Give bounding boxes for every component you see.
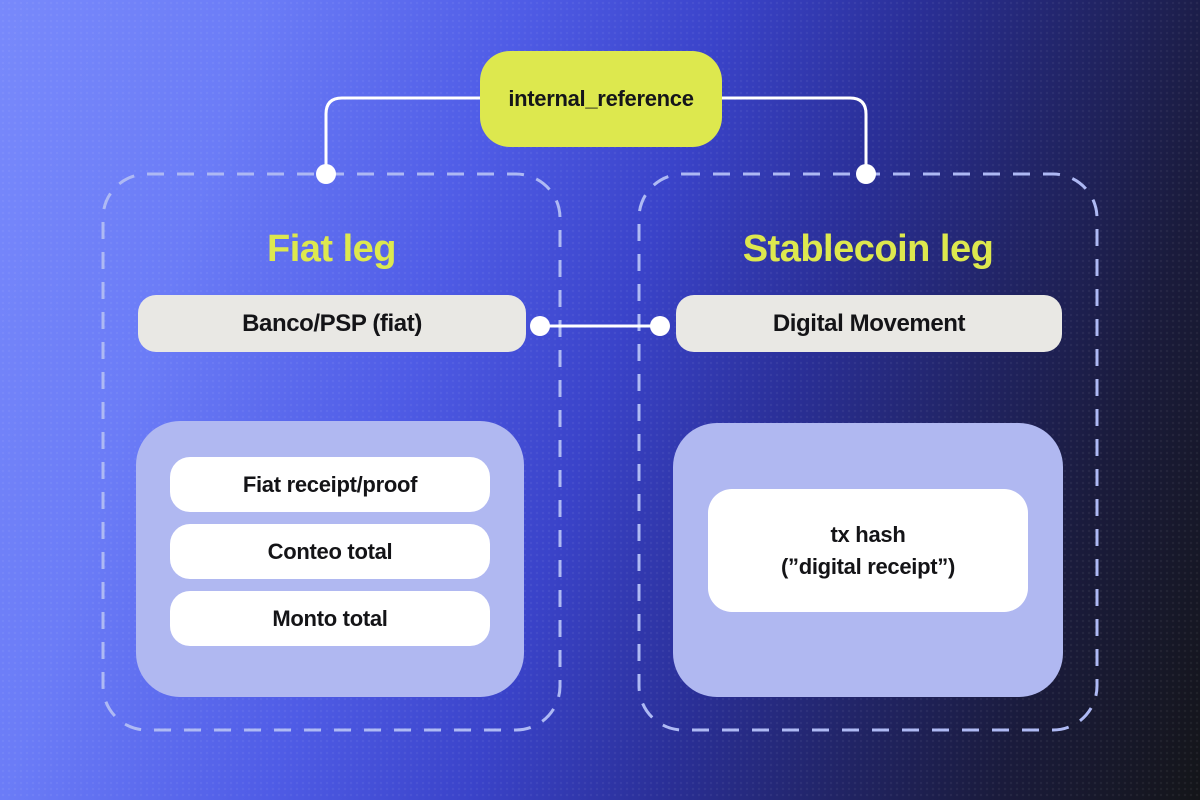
fiat-artifacts-group: Fiat receipt/proof Conteo total Monto to…	[136, 421, 524, 697]
fiat-bank-bar: Banco/PSP (fiat)	[138, 295, 526, 352]
connector-dot-fiat-bar	[530, 316, 550, 336]
fiat-artifact-label: Conteo total	[267, 538, 393, 564]
fiat-artifact-label: Monto total	[272, 605, 388, 631]
connector-dot-fiat-top	[316, 164, 336, 184]
fiat-artifact-item: Monto total	[170, 591, 490, 646]
connector-dot-stablecoin-top	[856, 164, 876, 184]
fiat-leg-title: Fiat leg	[266, 228, 397, 270]
connector-dot-stablecoin-bar	[650, 316, 670, 336]
tx-hash-card: tx hash (”digital receipt”)	[708, 489, 1028, 612]
tx-hash-line1: tx hash	[830, 521, 906, 547]
digital-movement-bar-label: Digital Movement	[772, 309, 966, 337]
fiat-artifact-item: Conteo total	[170, 524, 490, 579]
fiat-artifact-item: Fiat receipt/proof	[170, 457, 490, 512]
tx-hash-line2: (”digital receipt”)	[781, 553, 955, 579]
fiat-artifact-label: Fiat receipt/proof	[242, 471, 418, 497]
connector-root-to-fiat	[324, 96, 482, 168]
connector-root-to-stablecoin	[722, 96, 868, 168]
stablecoin-artifacts-group: tx hash (”digital receipt”)	[673, 423, 1063, 697]
fiat-bank-bar-label: Banco/PSP (fiat)	[242, 309, 422, 337]
internal-reference-label: internal_reference	[508, 86, 694, 111]
internal-reference-node: internal_reference	[480, 51, 722, 147]
fiat-leg-panel: Fiat leg Banco/PSP (fiat) Fiat receipt/p…	[103, 174, 560, 730]
stablecoin-leg-title: Stablecoin leg	[742, 228, 994, 270]
stablecoin-leg-panel: Stablecoin leg Digital Movement tx hash …	[639, 174, 1097, 730]
digital-movement-bar: Digital Movement	[676, 295, 1062, 352]
